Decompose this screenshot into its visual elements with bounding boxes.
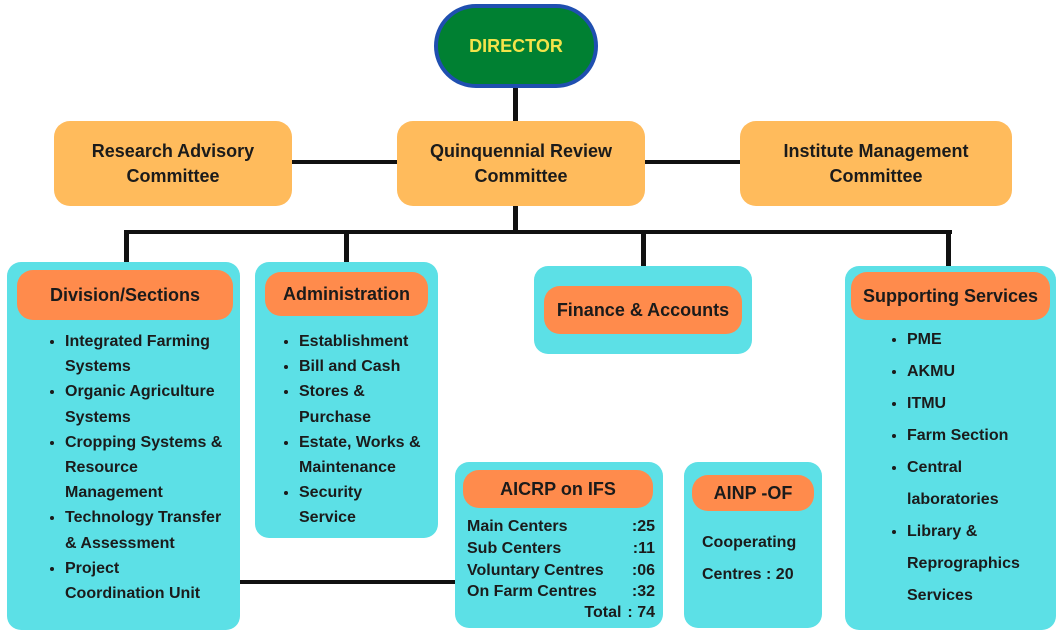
division-item: Technology Transfer& Assessment — [65, 505, 265, 555]
administration-item: Estate, Works &Maintenance — [299, 430, 459, 480]
administration-item: Stores &Purchase — [299, 379, 459, 429]
supporting-services-panel: Supporting Services PME AKMU ITMU Farm S… — [845, 266, 1056, 630]
ainp-of-line2: Centres : 20 — [702, 566, 794, 583]
institute-management-line2: Committee — [829, 165, 923, 186]
quinquennial-review-line1: Quinquennial Review — [429, 140, 613, 161]
connector-finance-drop — [641, 230, 646, 266]
research-advisory-committee-box: Research Advisory Committee — [54, 121, 292, 206]
research-advisory-line1: Research Advisory — [91, 140, 255, 161]
aicrp-row-on-farm-centres: On Farm Centres:32 — [467, 583, 655, 600]
supporting-item: PME — [907, 324, 1063, 356]
connector-bottom-link — [238, 580, 458, 584]
division-sections-title: Division/Sections — [17, 270, 233, 320]
finance-accounts-title: Finance & Accounts — [544, 286, 742, 334]
division-sections-panel: Division/Sections Integrated FarmingSyst… — [7, 262, 240, 630]
supporting-services-title: Supporting Services — [851, 272, 1050, 320]
supporting-item: ITMU — [907, 388, 1063, 420]
ainp-of-title: AINP -OF — [692, 475, 814, 511]
director-node: DIRECTOR — [434, 4, 598, 88]
administration-item: Bill and Cash — [299, 354, 459, 379]
connector-research-advisory — [290, 160, 398, 164]
connector-supporting-drop — [946, 230, 951, 266]
administration-list: Establishment Bill and Cash Stores &Purc… — [279, 329, 459, 531]
quinquennial-review-committee-box: Quinquennial Review Committee — [397, 121, 645, 206]
aicrp-row-sub-centers: Sub Centers:11 — [467, 540, 655, 557]
ainp-of-panel: AINP -OF Cooperating Centres : 20 — [684, 462, 822, 628]
connector-division-drop — [124, 230, 129, 262]
supporting-item: Farm Section — [907, 420, 1063, 452]
ainp-of-line1: Cooperating — [702, 534, 797, 551]
research-advisory-line2: Committee — [126, 165, 220, 186]
administration-item: Establishment — [299, 329, 459, 354]
connector-units-horizontal — [124, 230, 952, 234]
aicrp-row-main-centers: Main Centers:25 — [467, 518, 655, 535]
finance-accounts-panel: Finance & Accounts — [534, 266, 752, 354]
aicrp-ifs-panel: AICRP on IFS Main Centers:25 Sub Centers… — [455, 462, 663, 628]
aicrp-row-total: Total: 74 — [584, 604, 655, 621]
institute-management-committee-box: Institute Management Committee — [740, 121, 1012, 206]
administration-panel: Administration Establishment Bill and Ca… — [255, 262, 438, 538]
aicrp-ifs-title: AICRP on IFS — [463, 470, 653, 508]
connector-administration-drop — [344, 230, 349, 262]
connector-director-to-committees — [513, 88, 518, 122]
administration-title: Administration — [265, 272, 428, 316]
connector-quinquennial-down — [513, 206, 518, 232]
quinquennial-review-line2: Committee — [474, 165, 568, 186]
supporting-item: AKMU — [907, 356, 1063, 388]
supporting-services-list: PME AKMU ITMU Farm Section Centrallabora… — [887, 324, 1063, 612]
aicrp-row-voluntary-centres: Voluntary Centres:06 — [467, 562, 655, 579]
director-label: DIRECTOR — [469, 35, 563, 56]
institute-management-line1: Institute Management — [783, 140, 969, 161]
connector-institute-management — [644, 160, 742, 164]
